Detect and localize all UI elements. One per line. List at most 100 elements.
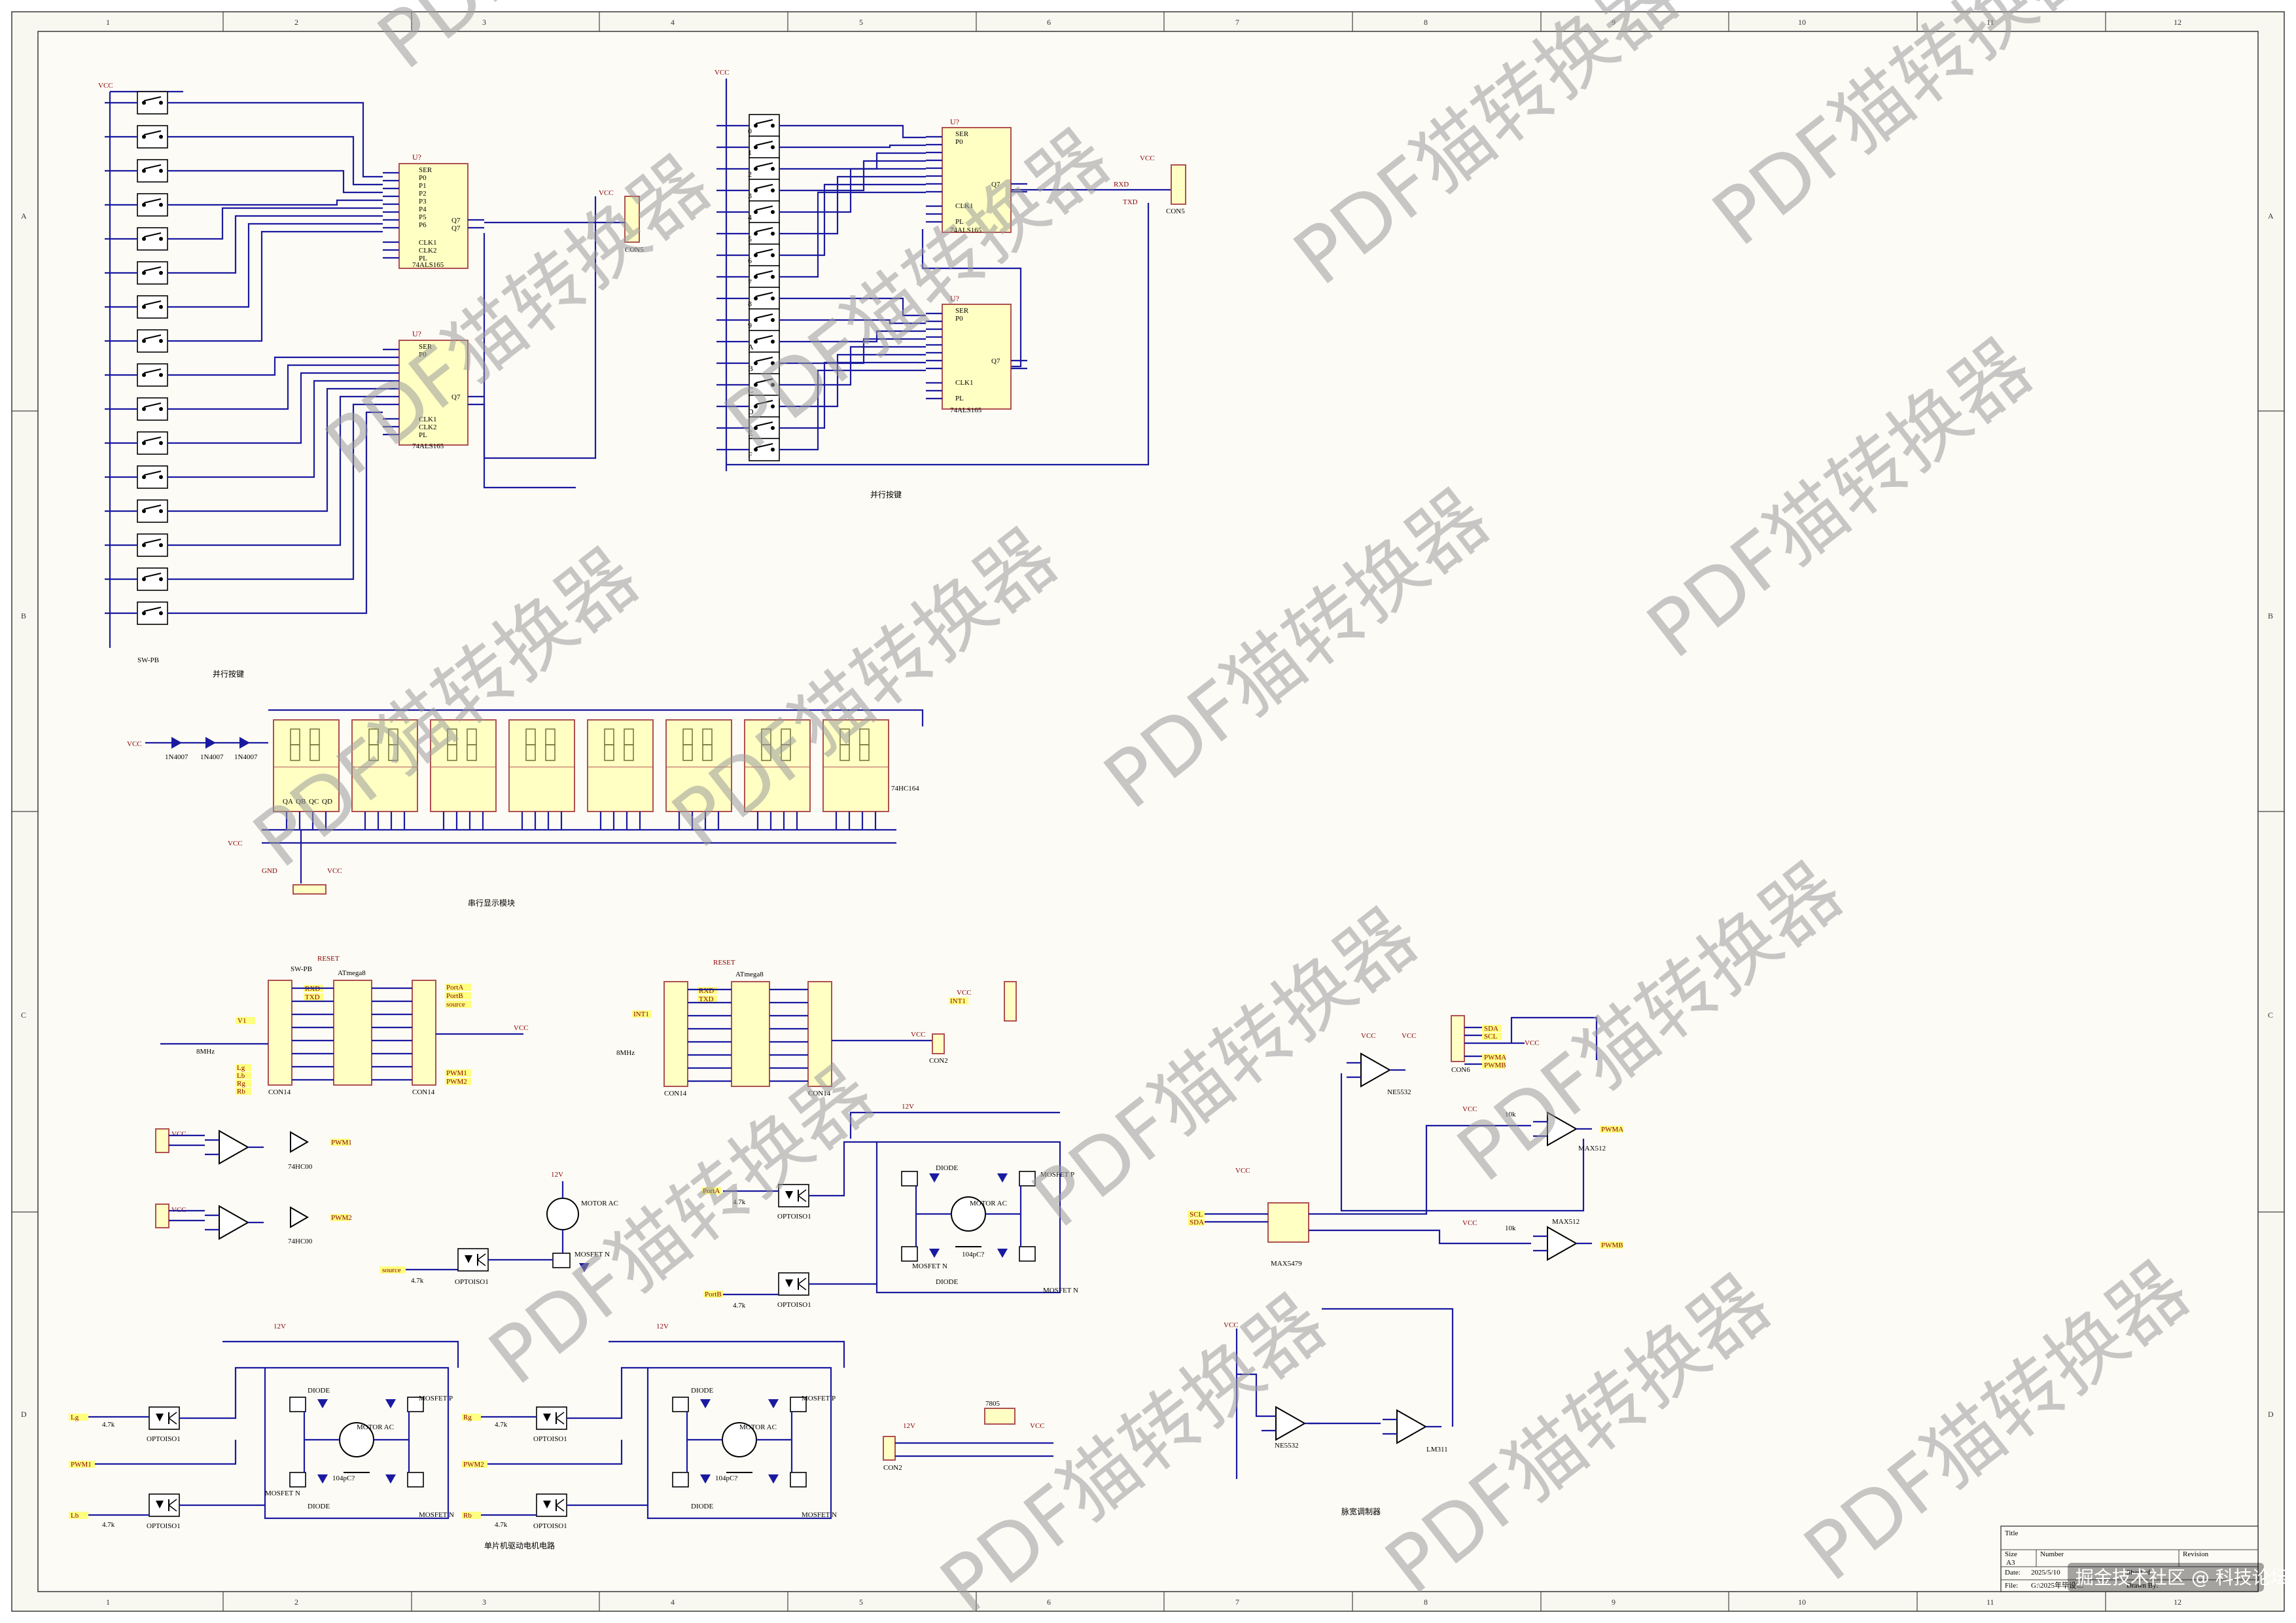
pin-pl: PL [955,218,964,226]
v1-label: V1 [238,1017,246,1025]
diode-part: 1N4007 [234,753,258,761]
con-label: CON14 [808,1090,831,1097]
connector-con5-right: VCC RXD TXD CON5 [1114,154,1186,215]
vcc-label: VCC [1462,1105,1477,1113]
row-letter: A [21,211,27,221]
shift-register-u2: U? 74ALS165 SER P0 CLK1 CLK2 PL Q7 [381,329,486,450]
opamp-part: NE5532 [1275,1442,1299,1450]
resistor-value: 10k [1505,1111,1516,1118]
col-num: 9 [1612,1597,1616,1607]
title-block: Title Size A3 Number Revision Date: 2025… [2000,1525,2259,1592]
diode-part: 1N4007 [200,753,224,761]
key-label: A [748,342,754,351]
opto-part: OPTOISO1 [455,1278,489,1286]
col-num: 8 [1424,18,1428,27]
mosfet-label: MOSFET P [1040,1171,1074,1179]
int1-label: INT1 [633,1010,649,1018]
pin-q7: Q7 [451,393,461,401]
chip-part: ATmega8 [735,971,764,978]
crystal-label: 8MHz [196,1048,215,1056]
lg-label: Lg [237,1064,245,1072]
key-label: 5 [748,234,752,243]
vcc-label: VCC [514,1024,529,1032]
mosfet-label: MOSFET P [419,1395,453,1402]
opto-part: OPTOISO1 [777,1301,811,1309]
vcc-label: VCC [1140,154,1155,162]
col-num: 2 [294,18,298,27]
diode-icon [239,737,250,749]
key-label: B [748,364,753,373]
row-letter: C [21,1010,26,1020]
regulator-part: 7805 [985,1400,1000,1408]
chip-part: 74HC00 [288,1238,313,1245]
seg-pin-qa: QA [283,798,293,806]
txd-label: TXD [305,993,320,1001]
pin-clk1: CLK1 [955,379,974,387]
con-label: CON5 [1166,207,1185,215]
reset-label: RESET [317,955,340,963]
col-num: 6 [1047,18,1051,27]
chip-part: ATmega8 [338,969,366,977]
resistor-value: 10k [1505,1224,1516,1232]
pwm1-label: PWM1 [71,1461,92,1469]
key-label: 7 [748,277,752,287]
con-label: CON14 [664,1090,687,1097]
resistor-value: 4.7k [411,1277,424,1285]
cap-label: 104pC? [332,1474,355,1482]
section-title-display: 串行显示模块 [468,899,515,908]
mcu-right-section: RESET ATmega8 CON14 CON14 RXD TXD INT1 C… [616,959,1017,1097]
motor-label: MOTOR AC [970,1200,1007,1207]
section-title-motor: 单片机驱动电机电路 [484,1541,555,1550]
scl-label: SCL [1190,1211,1203,1219]
mosfet-label: MOSFET N [419,1511,454,1519]
size-label: Size [2005,1550,2017,1558]
con-label: CON5 [625,246,644,254]
pin-ser: SER [955,130,969,138]
diode-icon [171,737,182,749]
v12-label: 12V [656,1323,669,1330]
pwm-modulator-section: CON6 SDA SCL PWMA PWMB VCC NE5532 VCC VC… [1188,1015,1623,1516]
keypad-right-section: VCC 0 1 2 3 4 5 6 7 8 9 A B C D E F [715,69,1171,499]
chip-part: 74HC164 [891,785,919,793]
rb-label: Rb [237,1088,245,1096]
key-label: D [748,407,754,416]
pwmb-label: PWMB [1601,1241,1623,1249]
pin-q7: Q7 [991,181,1000,188]
pin-clk2: CLK2 [419,247,437,255]
resistor-value: 4.7k [733,1302,746,1310]
key-label: 2 [748,169,752,179]
mosfet-label: MOSFET N [265,1489,300,1497]
con-label: CON14 [268,1088,291,1096]
key-label: 9 [748,321,752,330]
txd-label: TXD [1123,198,1138,206]
portb-label: PortB [705,1291,722,1298]
vcc-label: VCC [957,989,972,997]
lb-label: Lb [237,1072,245,1080]
resistor-value: 4.7k [733,1198,746,1206]
pwm2-label: PWM2 [463,1461,484,1469]
con-label: CON2 [883,1464,902,1472]
serial-display-section: VCC 1N4007 1N4007 1N4007 QA QB QC QD 74H… [127,709,924,908]
porta-label: PortA [446,984,463,991]
pin-p0: P0 [955,138,963,146]
chip-part: 74HC00 [288,1163,313,1171]
pin-q7: Q7 [451,217,461,224]
con-label: CON2 [929,1057,948,1065]
resistor-value: 4.7k [102,1421,115,1429]
vcc-label: VCC [327,867,342,875]
resistor-value: 4.7k [495,1421,508,1429]
comparator-block: VCC VCC 74HC00 74HC00 PWM1 PWM2 [155,1128,352,1245]
col-num: 7 [1235,18,1239,27]
opto-part: OPTOISO1 [533,1522,567,1530]
col-num: 4 [671,1597,675,1607]
pin-q7n: Q7 [451,224,461,232]
pwm2-label: PWM2 [331,1214,352,1222]
vcc-label: VCC [1224,1321,1239,1329]
col-num: 9 [1612,18,1616,27]
vcc-label: VCC [1525,1039,1540,1047]
pwma-label: PWMA [1484,1054,1506,1061]
chip-designator: U? [412,152,421,162]
shift-register-u3: U? 74ALS165 SER P0 CLK1 PL Q7 [925,117,1029,234]
h-bridge-right: 12V MOTOR AC MOSFET P MOSFET N DIODE DIO… [461,1323,845,1550]
